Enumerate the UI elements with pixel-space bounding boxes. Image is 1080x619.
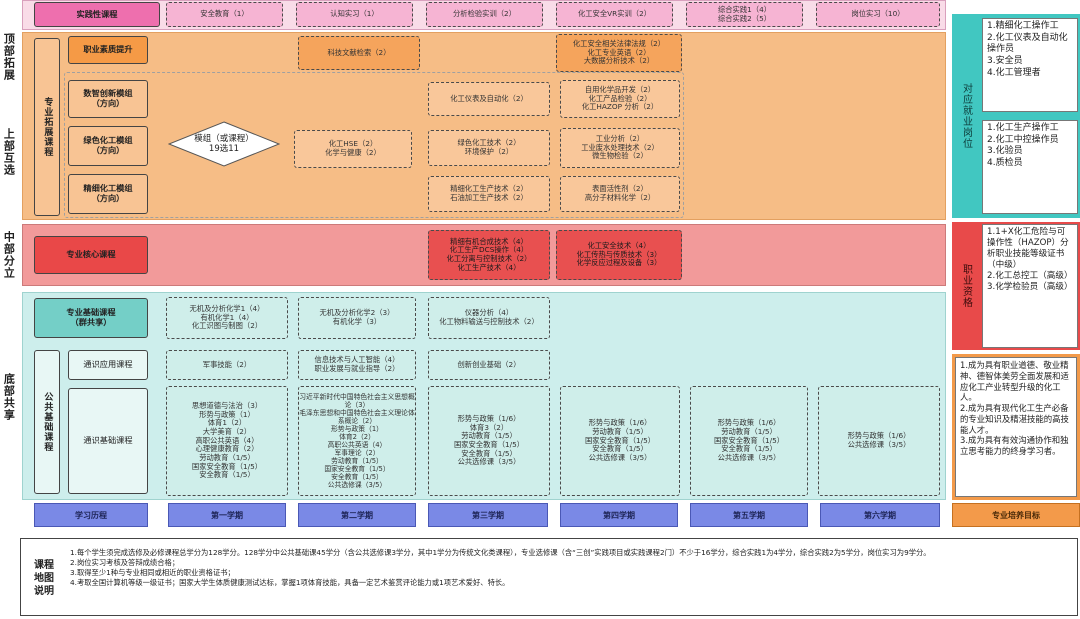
module-fine-label: 精细化工模组 （方向） [68,174,148,214]
choice-diamond [168,121,280,167]
foundation-cell-2: 无机及分析化学2（3） 有机化学（3） [298,297,416,339]
notes-box [20,538,1078,616]
goals-label: 专业培养目标 [952,503,1080,527]
basic-cell-4: 形势与政策（1/6） 劳动教育（1/5） 国家安全教育（1/5） 安全教育（1/… [560,386,680,496]
stage-label-top: 顶部拓展 [2,33,16,81]
semester-label-2: 第二学期 [298,503,416,527]
general-cell-1: 军事技能（2） [166,350,288,380]
notes-content: 1.每个学生须完成选修及必修课程总学分为128学分。128学分中公共基础课45学… [70,548,1070,612]
module-green-cell-2: 绿色化工技术（2） 环境保护（2） [428,130,550,166]
qualification-label: 职业资格 [960,264,972,308]
note-line-1: 1.每个学生须完成选修及必修课程总学分为128学分。128学分中公共基础课45学… [70,548,931,557]
note-line-3: 3.取得至少1种与专业相同或相近的职业资格证书； [70,567,235,577]
general-basic-label: 通识基础课程 [68,388,148,494]
practical-cell-3: 分析检验实训（2） [426,2,543,27]
semester-label-4: 第四学期 [560,503,678,527]
general-applied-label: 通识应用课程 [68,350,148,380]
choice-text: 模组（或课程） 19选11 [194,133,254,154]
practical-cell-5: 综合实践1（4） 综合实践2（5） [686,2,803,27]
notes-title: 课程 地图 说明 [34,559,54,597]
basic-cell-1: 思想道德与法治（3） 形势与政策（1） 体育1（2） 大学美育（2） 高职公共英… [166,386,288,496]
module-digital-cell-2: 自用化学品开发（2） 化工产品检验（2） 化工HAZOP 分析（2） [560,80,680,118]
foundation-label: 专业基础课程 （群共享） [34,298,148,338]
foundation-cell-3: 仪器分析（4） 化工物料输送与控制技术（2） [428,297,550,339]
note-line-4: 4.考取全国计算机等级一级证书；国家大学生体质健康测试达标，掌握1项体育技能，具… [70,577,510,587]
goals-box: 1.成为具有职业道德、敬业精神、德智体美劳全面发展和适应化工产业转型升级的化工人… [955,357,1077,497]
jobs-label: 对应就业岗位 [960,83,972,149]
public-course-label: 公共基础课程 [34,350,60,494]
practical-course-label: 实践性课程 [34,2,160,27]
semester-label-5: 第五学期 [690,503,808,527]
practical-cell-2: 认知实习（1） [296,2,413,27]
extension-course-label: 专业拓展课程 [34,38,60,216]
basic-cell-5: 形势与政策（1/6） 劳动教育（1/5） 国家安全教育（1/5） 安全教育（1/… [690,386,808,496]
stage-label-base: 底部共享 [2,373,16,421]
semester-label-3: 第三学期 [428,503,548,527]
vocational-cell-1: 科技文献检索（2） [298,36,420,70]
semester-label-6: 第六学期 [820,503,940,527]
module-digital-cell-1: 化工仪表及自动化（2） [428,82,550,116]
module-green-cell-3: 工业分析（2） 工业废水处理技术（2） 微生物检验（2） [560,128,680,168]
semester-label-1: 第一学期 [168,503,286,527]
module-fine-cell-2: 表面活性剂（2） 高分子材料化学（2） [560,176,680,212]
module-green-label: 绿色化工模组 （方向） [68,126,148,166]
core-cell-1: 精细有机合成技术（4） 化工生产DCS操作（4） 化工分离与控制技术（2） 化工… [428,230,550,280]
semester-label-journey: 学习历程 [34,503,148,527]
basic-cell-6: 形势与政策（1/6） 公共选修课（3/5） [818,386,940,496]
vocational-label: 职业素质提升 [68,36,148,64]
general-cell-2: 信息技术与人工智能（4） 职业发展与就业指导（2） [298,350,416,380]
module-green-cell-1: 化工HSE（2） 化学与健康（2） [294,130,412,168]
qualification-box: 1.1+X化工危险与可操作性（HAZOP）分析职业技能等级证书（中级） 2.化工… [982,224,1078,348]
basic-cell-3: 形势与政策（1/6） 体育3（2） 劳动教育（1/5） 国家安全教育（1/5） … [428,386,550,496]
jobs-box-2: 1.化工生产操作工 2.化工中控操作员 3.化验员 4.质检员 [982,120,1078,214]
module-fine-cell-1: 精细化工生产技术（2） 石油加工生产技术（2） [428,176,550,212]
stage-label-upper: 上部互选 [2,128,16,176]
general-cell-3: 创新创业基础（2） [428,350,550,380]
practical-cell-4: 化工安全VR实训（2） [556,2,673,27]
vocational-cell-2: 化工安全相关法律法规（2） 化工专业英语（2） 大数据分析技术（2） [556,34,682,72]
modules-frame [64,72,684,218]
foundation-cell-1: 无机及分析化学1（4） 有机化学1（4） 化工识图与制图（2） [166,297,288,339]
jobs-box-1: 1.精细化工操作工 2.化工仪表及自动化操作员 3.安全员 4.化工管理者 [982,18,1078,112]
note-line-2: 2.岗位实习考核及答辩成绩合格； [70,557,180,567]
core-course-label: 专业核心课程 [34,236,148,274]
basic-cell-2: 习近平新时代中国特色社会主义思想概论（3） 毛泽东思想和中国特色社会主义理论体系… [298,386,416,496]
stage-label-middle: 中部分立 [2,231,16,279]
core-cell-2: 化工安全技术（4） 化工传热与传质技术（3） 化学反应过程及设备（3） [556,230,682,280]
practical-cell-1: 安全教育（1） [166,2,283,27]
module-digital-label: 数智创新模组 （方向） [68,80,148,118]
practical-cell-6: 岗位实习（10） [816,2,940,27]
